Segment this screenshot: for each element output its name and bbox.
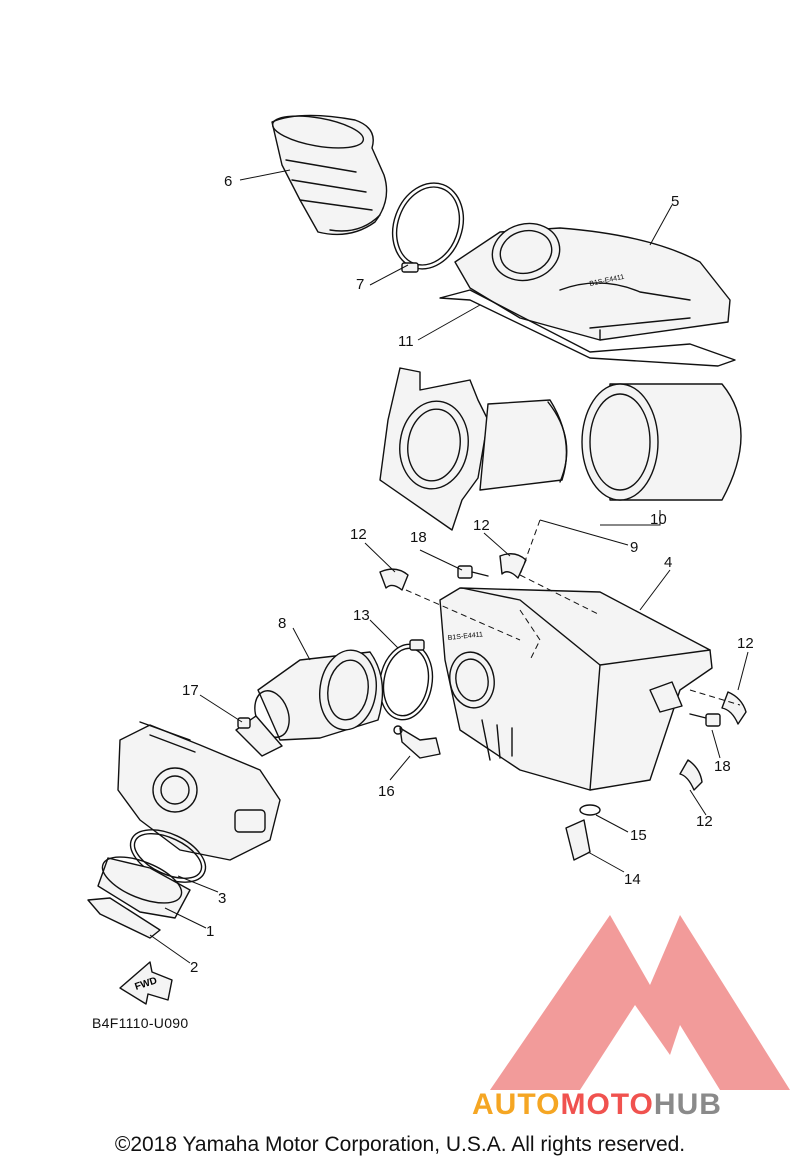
part-1-joint [97,856,191,919]
part-2-plate [87,897,161,939]
callout-16: 16 [378,783,395,800]
callout-11: 11 [398,333,414,350]
callout-18-a: 18 [410,529,427,546]
case-stamp: B1S-E4411 [447,631,483,642]
callout-8: 8 [278,615,286,632]
part-4-air-filter-case: B1S-E4411 [439,587,713,791]
part-17-hose-band [235,715,283,757]
callout-5: 5 [671,193,679,210]
part-18-bolts [457,565,721,727]
callout-13: 13 [353,607,370,624]
callout-12-b: 12 [473,517,490,534]
part-9-filter-element [379,367,568,531]
watermark-logo [490,915,790,1090]
part-14-drain-cap [565,819,591,861]
callout-18-b: 18 [714,758,731,775]
throttle-body [117,721,281,861]
callout-1: 1 [206,923,214,940]
part-5-filter-cover: B1S-E4411 [454,222,731,341]
callout-7: 7 [356,276,364,293]
callout-12-c: 12 [737,635,754,652]
leader-lines [149,169,749,964]
callout-3: 3 [218,890,226,907]
watermark-moto: MOTO [560,1088,654,1121]
watermark-hub: HUB [653,1088,722,1121]
fwd-arrow: FWD [119,961,173,1005]
callout-4: 4 [664,554,672,571]
part-7-hose-clamp [391,182,465,273]
callout-2: 2 [190,959,198,976]
callout-9: 9 [630,539,638,556]
callout-6: 6 [224,173,232,190]
part-16-sensor [393,725,441,759]
callout-17: 17 [182,682,199,699]
callout-10: 10 [650,511,667,528]
callout-12-d: 12 [696,813,713,830]
watermark-auto: AUTO [472,1088,561,1121]
watermark-wordmark: AUTOMOTOHUB [472,1088,722,1122]
part-13-clamp-band [378,639,434,721]
callout-15: 15 [630,827,647,844]
part-10-foam-filter [581,383,742,501]
copyright-footer: ©2018 Yamaha Motor Corporation, U.S.A. A… [114,1133,686,1156]
part-12-clips [379,553,747,791]
callout-14: 14 [624,871,641,888]
callout-12-a: 12 [350,526,367,543]
part-11-gasket [439,289,736,367]
diagram-code: B4F1110-U090 [92,1015,189,1031]
part-15-clip [579,804,601,816]
part-6-intake-duct [271,114,388,236]
part-8-intake-joint [254,649,384,741]
